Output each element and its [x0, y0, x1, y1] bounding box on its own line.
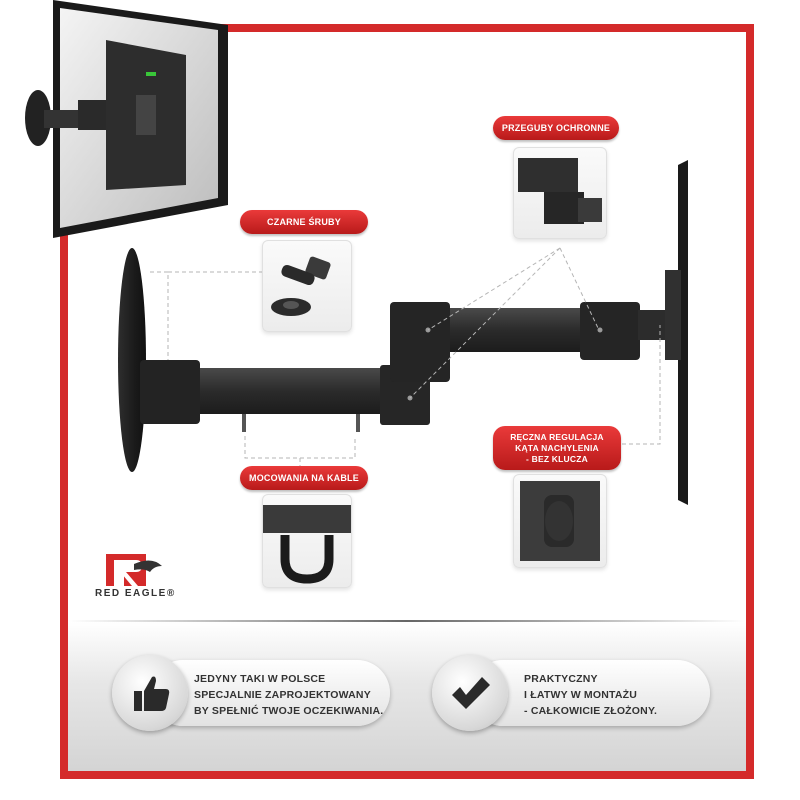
detail-cable-mounts-image — [262, 494, 352, 588]
divider — [68, 620, 746, 622]
tv-mounted-image — [25, 0, 228, 238]
brand-name: RED EAGLE® — [95, 588, 176, 599]
detail-joints-image — [513, 147, 607, 239]
feature-1-line1: JEDYNY TAKI W POLSCE — [194, 673, 326, 685]
label-tilt-line3: - BEZ KLUCZA — [526, 453, 588, 464]
feature-1-text: JEDYNY TAKI W POLSCE SPECJALNIE ZAPROJEK… — [194, 671, 383, 719]
label-tilt-line2: KĄTA NACHYLENIA — [515, 442, 599, 453]
red-eagle-logo-icon — [106, 554, 162, 586]
thumbs-up-icon — [134, 676, 170, 711]
feature-2-text: PRAKTYCZNY I ŁATWY W MONTAŻU - CAŁKOWICI… — [524, 671, 657, 719]
label-tilt-line1: RĘCZNA REGULACJA — [510, 431, 604, 442]
feature-2-line2: I ŁATWY W MONTAŻU — [524, 689, 638, 701]
feature-2-line3: - CAŁKOWICIE ZŁOŻONY. — [524, 705, 658, 717]
feature-1-line3: BY SPEŁNIĆ TWOJE OCZEKIWANIA. — [194, 705, 384, 717]
feature-1-icon-circle — [112, 655, 188, 731]
label-tilt-adjustment: RĘCZNA REGULACJA KĄTA NACHYLENIA - BEZ K… — [493, 426, 621, 470]
feature-2-bubble — [470, 660, 710, 726]
label-cable-mounts: MOCOWANIA NA KABLE — [240, 466, 368, 490]
feature-2-icon-circle — [432, 655, 508, 731]
label-black-screws: CZARNE ŚRUBY — [240, 210, 368, 234]
detail-screws-image — [262, 240, 352, 332]
wall-mount-bracket-image — [118, 160, 688, 505]
feature-2-line1: PRAKTYCZNY — [524, 673, 598, 685]
detail-tilt-knob-image — [513, 474, 607, 568]
feature-1-bubble — [150, 660, 390, 726]
feature-1-line2: SPECJALNIE ZAPROJEKTOWANY — [194, 689, 371, 701]
checkmark-icon — [452, 677, 490, 709]
label-protective-joints: PRZEGUBY OCHRONNE — [493, 116, 619, 140]
